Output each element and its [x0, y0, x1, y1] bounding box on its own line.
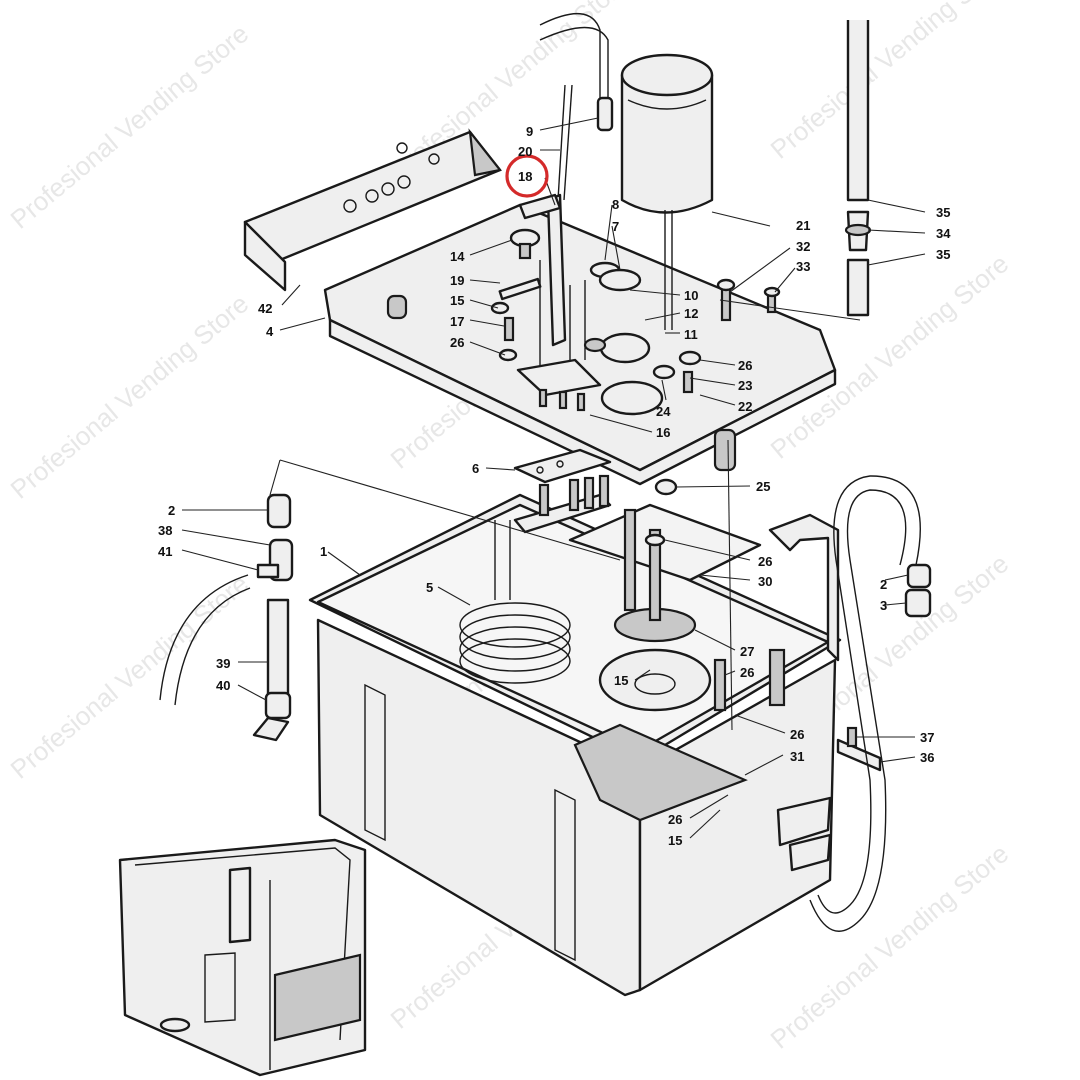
label-15: 15 — [668, 833, 682, 848]
label-6: 6 — [472, 461, 479, 476]
tank-1 — [308, 493, 842, 997]
bracket-42 — [243, 128, 502, 292]
leader-lines — [181, 117, 926, 839]
label-38: 38 — [158, 523, 172, 538]
label-33: 33 — [796, 259, 810, 274]
label-34: 34 — [936, 226, 951, 241]
label-32: 32 — [796, 239, 810, 254]
label-10: 10 — [684, 288, 698, 303]
label-40: 40 — [216, 678, 230, 693]
label-4: 4 — [266, 324, 274, 339]
watermark: Profesional Vending Store — [5, 568, 255, 784]
plate-6 — [513, 448, 612, 484]
part-labels: 9 20 18 8 7 21 14 32 33 19 10 15 12 17 1… — [158, 124, 951, 848]
label-20: 20 — [518, 144, 532, 159]
label-42: 42 — [258, 301, 272, 316]
label-26: 26 — [740, 665, 754, 680]
heating-coil-5 — [459, 520, 571, 684]
label-11: 11 — [684, 327, 698, 342]
machine-inset — [118, 838, 367, 1077]
label-18: 18 — [518, 169, 532, 184]
hose-top-right — [844, 20, 872, 317]
label-22: 22 — [738, 399, 752, 414]
label-37: 37 — [920, 730, 934, 745]
label-7: 7 — [612, 219, 619, 234]
label-23: 23 — [738, 378, 752, 393]
right-bracket — [768, 475, 932, 932]
label-9: 9 — [526, 124, 533, 139]
highlight-circle — [505, 154, 549, 198]
label-31: 31 — [790, 749, 804, 764]
label-26: 26 — [668, 812, 682, 827]
label-15: 15 — [614, 673, 628, 688]
label-26: 26 — [790, 727, 804, 742]
label-12: 12 — [684, 306, 698, 321]
left-fittings — [159, 493, 294, 742]
lid-fittings — [490, 228, 781, 412]
label-35: 35 — [936, 247, 950, 262]
label-35: 35 — [936, 205, 950, 220]
label-41: 41 — [158, 544, 172, 559]
label-24: 24 — [656, 404, 671, 419]
label-5: 5 — [426, 580, 433, 595]
label-16: 16 — [656, 425, 670, 440]
watermark: Profesional Vending Store — [5, 18, 255, 234]
label-2: 2 — [168, 503, 175, 518]
lid-plate-4 — [323, 203, 837, 486]
label-39: 39 — [216, 656, 230, 671]
label-25: 25 — [756, 479, 770, 494]
label-36: 36 — [920, 750, 934, 765]
label-14: 14 — [450, 249, 465, 264]
label-1: 1 — [320, 544, 327, 559]
label-30: 30 — [758, 574, 772, 589]
label-19: 19 — [450, 273, 464, 288]
label-26: 26 — [738, 358, 752, 373]
label-3: 3 — [880, 598, 887, 613]
probes — [518, 12, 614, 370]
label-27: 27 — [740, 644, 754, 659]
label-21: 21 — [796, 218, 810, 233]
motor-cylinder-21 — [620, 53, 714, 330]
label-8: 8 — [612, 197, 619, 212]
label-26: 26 — [450, 335, 464, 350]
label-17: 17 — [450, 314, 464, 329]
watermark: Profesional Vending Store — [765, 0, 1015, 165]
label-15: 15 — [450, 293, 464, 308]
watermark: Profesional Vending Store — [5, 288, 255, 504]
internal-parts — [513, 474, 786, 712]
label-26: 26 — [758, 554, 772, 569]
label-2: 2 — [880, 577, 887, 592]
